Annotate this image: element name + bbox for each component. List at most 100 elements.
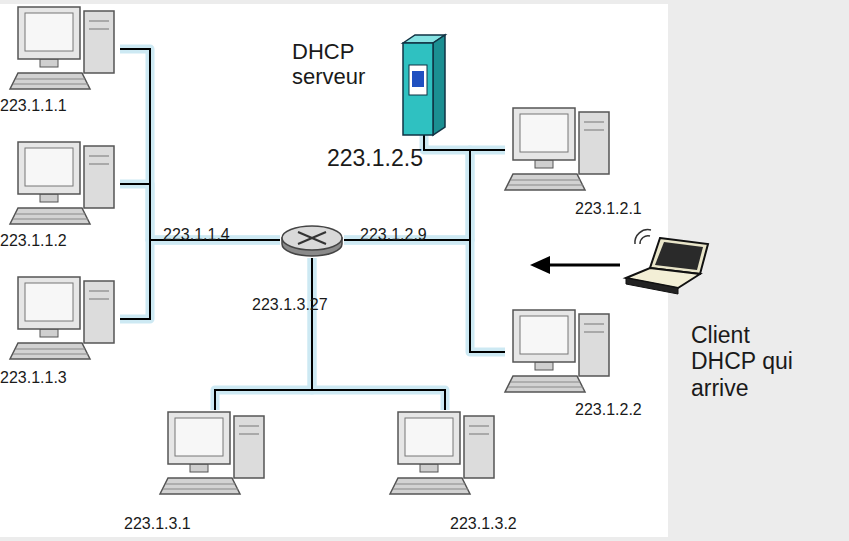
tower-case [84, 281, 114, 343]
drive-slot [89, 299, 109, 300]
arrow-head [530, 256, 550, 274]
pc-node: 223.1.3.2 [390, 410, 500, 498]
wifi-wave [635, 230, 651, 244]
arrow-shaft [546, 264, 620, 267]
monitor-stand [190, 464, 208, 472]
ip-address: 223.1.3.1 [124, 515, 234, 533]
key-row [13, 354, 88, 355]
wifi-wave [640, 236, 650, 244]
keyboard [10, 73, 90, 89]
monitor-screen [520, 114, 568, 152]
laptop-node: Client DHCP qui arrive [620, 232, 715, 302]
key-row [508, 387, 583, 388]
pc-icon [10, 140, 120, 228]
server-icon [403, 35, 445, 135]
key-row [511, 382, 580, 383]
server-node: DHCP serveur223.1.2.5 [403, 35, 445, 135]
pc-node: 223.1.2.1 [505, 106, 615, 194]
interface-address: 223.1.1.4 [163, 226, 273, 244]
drive-slot [89, 21, 109, 22]
tower-case [84, 146, 114, 208]
drive-slot [584, 122, 604, 123]
server-front [403, 43, 433, 135]
laptop-icon [620, 232, 715, 302]
tower-case [579, 112, 609, 174]
tower-case [579, 314, 609, 376]
key-row [166, 484, 235, 485]
node-label: DHCP serveur [292, 39, 392, 90]
router-icon [280, 222, 344, 258]
key-row [13, 84, 88, 85]
tower-case [234, 416, 264, 478]
monitor-screen [25, 148, 73, 186]
monitor-stand [40, 194, 58, 202]
ip-address: 223.1.3.2 [450, 515, 560, 533]
monitor-screen [520, 316, 568, 354]
server-panel [409, 65, 427, 95]
key-row [508, 185, 583, 186]
interface-address: 223.1.3.27 [252, 296, 372, 314]
wire-glow [344, 240, 505, 352]
monitor-stand [535, 160, 553, 168]
pc-node: 223.1.1.3 [10, 275, 120, 363]
router-arrow [298, 232, 326, 244]
pc-node: 223.1.2.2 [505, 308, 615, 396]
monitor-screen [25, 13, 73, 51]
drive-slot [469, 426, 489, 427]
pc-icon [10, 275, 120, 363]
monitor-stand [40, 59, 58, 67]
keyboard [390, 478, 470, 494]
keyboard [160, 478, 240, 494]
pc-node: 223.1.1.1 [10, 5, 120, 93]
network-link [120, 49, 280, 240]
router-node: 223.1.1.4223.1.2.9223.1.3.27 [280, 222, 344, 258]
monitor-stand [420, 464, 438, 472]
drive-slot [89, 164, 109, 165]
key-row [16, 349, 85, 350]
keyboard [10, 208, 90, 224]
ip-address: 223.1.1.1 [0, 97, 110, 115]
drawing-background [0, 4, 668, 537]
router-top [282, 226, 342, 250]
monitor-frame [18, 142, 80, 194]
router-arrow [298, 232, 326, 244]
drive-slot [584, 324, 604, 325]
keyboard [10, 343, 90, 359]
pc-node: 223.1.3.1 [160, 410, 270, 498]
keyboard [505, 174, 585, 190]
key-row [16, 79, 85, 80]
ip-address: 223.1.2.2 [575, 401, 685, 419]
tower-case [84, 11, 114, 73]
server-display [412, 71, 424, 87]
monitor-frame [513, 310, 575, 362]
wire-glow [312, 258, 445, 410]
monitor-frame [18, 7, 80, 59]
key-row [16, 214, 85, 215]
ip-address: 223.1.2.1 [575, 200, 685, 218]
keyboard [505, 376, 585, 392]
monitor-stand [40, 329, 58, 337]
monitor-frame [513, 108, 575, 160]
key-row [396, 484, 465, 485]
drive-slot [469, 434, 489, 435]
monitor-screen [175, 418, 223, 456]
key-row [511, 180, 580, 181]
pc-icon [390, 410, 500, 498]
node-label: Client DHCP qui arrive [691, 322, 799, 401]
key-row [393, 489, 468, 490]
drive-slot [584, 130, 604, 131]
wire-glow [215, 258, 312, 410]
pc-node: 223.1.1.2 [10, 140, 120, 228]
interface-address: 223.1.2.9 [360, 226, 470, 244]
drive-slot [239, 434, 259, 435]
monitor-frame [18, 277, 80, 329]
laptop-display [655, 242, 703, 270]
network-link [344, 240, 505, 352]
server-side [433, 35, 445, 135]
pc-icon [505, 308, 615, 396]
node-label: 223.1.2.5 [327, 145, 457, 171]
monitor-stand [535, 362, 553, 370]
laptop-front [626, 278, 678, 294]
network-link [215, 258, 312, 410]
